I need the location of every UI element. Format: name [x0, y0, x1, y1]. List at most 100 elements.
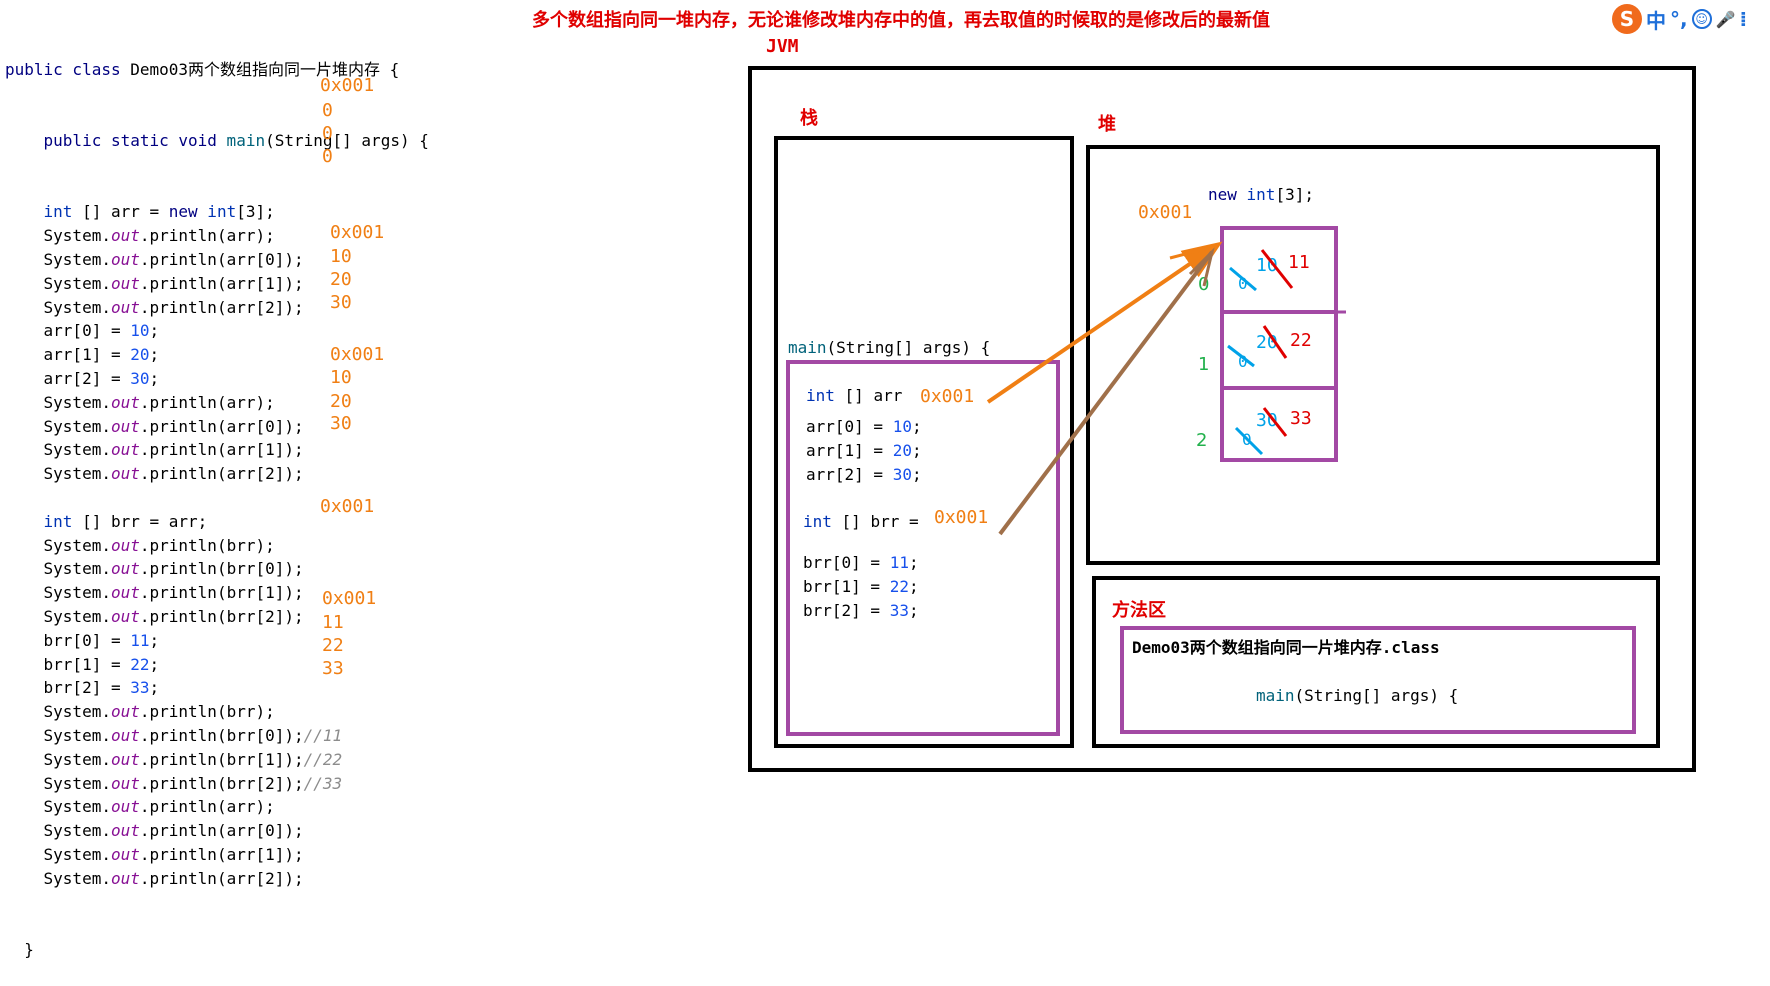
code-line-class: public class Demo03两个数组指向同一片堆内存 {: [5, 59, 400, 79]
frame-brr0: brr[0] = 11;: [803, 553, 919, 572]
output-annotation: 10: [330, 367, 352, 388]
output-annotation: 22: [322, 635, 344, 656]
ime-mode-toggle[interactable]: 中: [1646, 8, 1666, 33]
stack-label: 栈: [800, 108, 818, 129]
frame-arr2: arr[2] = 30;: [806, 465, 922, 484]
cell-new-value: 11: [1288, 252, 1310, 273]
code-line: System.out.println(arr[2]);: [5, 464, 304, 484]
code-line: System.out.println(brr[0]);//11: [5, 725, 343, 745]
code-line: brr[2] = 33;: [5, 678, 160, 698]
code-line: System.out.println(brr[1]);: [5, 583, 304, 603]
main-frame-label: main(String[] args) {: [788, 338, 991, 357]
code-line: System.out.println(arr[1]);: [5, 844, 304, 864]
cell-old-value: 10: [1256, 255, 1278, 276]
frame-arr0: arr[0] = 10;: [806, 417, 922, 436]
brr-reference-arrow: [998, 250, 1214, 536]
strike-mark: [1260, 249, 1294, 289]
cell-index-2: 2: [1196, 430, 1208, 451]
ime-logo-icon[interactable]: S: [1612, 4, 1642, 34]
output-annotation: 0: [322, 100, 333, 121]
code-line: System.out.println(brr[0]);: [5, 559, 304, 579]
cell-old-zero: 0: [1238, 352, 1248, 371]
code-line: System.out.println(arr[0]);: [5, 416, 304, 436]
class-file-box: [1120, 626, 1636, 734]
code-line: System.out.println(brr[1]);//22: [5, 749, 343, 769]
code-line: System.out.println(arr[2]);: [5, 868, 304, 888]
code-line: arr[0] = 10;: [5, 321, 160, 341]
frame-brr-address: 0x001: [934, 507, 989, 528]
brr-arrowhead: [1188, 247, 1215, 287]
code-line: System.out.println(arr[0]);: [5, 249, 304, 269]
output-annotation: 0x001: [330, 222, 385, 243]
stack-box: [774, 136, 1074, 748]
output-annotation: 30: [330, 292, 352, 313]
output-annotation: 0x001: [320, 496, 375, 517]
code-line-main: public static void main(String[] args) {: [43, 130, 429, 150]
main-stack-frame: [786, 360, 1060, 736]
strike-mark: [1234, 426, 1264, 456]
output-annotation: 0x001: [330, 344, 385, 365]
cell-old-zero: 0: [1238, 274, 1248, 293]
frame-brr1: brr[1] = 22;: [803, 577, 919, 596]
code-line: System.out.println(arr[1]);: [5, 273, 304, 293]
code-line: int [] brr = arr;: [43, 511, 208, 531]
code-line: System.out.println(arr[2]);: [5, 297, 304, 317]
cell-new-value: 22: [1290, 330, 1312, 351]
method-main: main(String[] args) {: [1256, 686, 1459, 705]
jvm-label: JVM: [766, 36, 799, 57]
code-line: System.out.println(arr);: [5, 226, 275, 246]
output-annotation: 33: [322, 658, 344, 679]
cell-old-value: 30: [1256, 410, 1278, 431]
code-line: System.out.println(arr);: [5, 392, 275, 412]
mic-icon[interactable]: 🎤: [1715, 9, 1736, 29]
output-annotation: 10: [330, 246, 352, 267]
heap-label: 堆: [1098, 114, 1116, 135]
frame-arr-decl: int [] arr: [806, 386, 912, 405]
code-line: arr[2] = 30;: [5, 368, 160, 388]
method-area-box: [1092, 576, 1660, 748]
header-note: 多个数组指向同一堆内存，无论谁修改堆内存中的值，再去取值的时候取的是修改后的最新…: [532, 10, 1270, 31]
code-line: arr[1] = 20;: [5, 345, 160, 365]
strike-mark: [1227, 344, 1255, 368]
heap-address: 0x001: [1138, 202, 1193, 223]
strike-mark: [1229, 266, 1257, 292]
method-area-label: 方法区: [1112, 600, 1166, 621]
code-line: brr[0] = 11;: [5, 630, 160, 650]
code-line: System.out.println(arr);: [5, 797, 275, 817]
strike-mark: [1262, 325, 1288, 359]
frame-brr-decl: int [] brr =: [803, 512, 929, 531]
class-file-name: Demo03两个数组指向同一片堆内存.class: [1132, 638, 1440, 657]
frame-arr1: arr[1] = 20;: [806, 441, 922, 460]
emoji-icon[interactable]: ☺: [1691, 9, 1712, 29]
output-annotation: 0x001: [322, 588, 377, 609]
code-line: System.out.println(brr[2]);: [5, 606, 304, 626]
output-annotation: 30: [330, 413, 352, 434]
code-line: System.out.println(arr[1]);: [5, 440, 304, 460]
code-line: brr[1] = 22;: [5, 654, 160, 674]
output-annotation: 11: [322, 612, 344, 633]
output-annotation: 0: [322, 123, 333, 144]
code-line-close: }: [5, 940, 34, 960]
ime-more-icon[interactable]: ⁞: [1739, 7, 1748, 31]
ime-toolbar[interactable]: S 中 °, ☺ 🎤 ⁞: [1612, 4, 1747, 34]
heap-box: [1086, 145, 1660, 565]
arr-reference-arrow: [986, 241, 1223, 404]
heap-new-expr: new int[3];: [1208, 185, 1314, 204]
cell-index-1: 1: [1198, 354, 1210, 375]
frame-brr2: brr[2] = 33;: [803, 601, 919, 620]
code-line: int [] arr = new int[3];: [43, 202, 275, 222]
output-annotation: 0: [322, 146, 333, 167]
diagram-overlay: [986, 241, 1346, 536]
cell-new-value: 33: [1290, 408, 1312, 429]
output-annotation: 0x001: [320, 75, 375, 96]
output-annotation: 20: [330, 269, 352, 290]
ime-punct-toggle[interactable]: °,: [1670, 7, 1688, 31]
frame-arr-address: 0x001: [920, 386, 975, 407]
heap-cell-2: [1220, 386, 1338, 462]
code-line: System.out.println(brr);: [5, 702, 275, 722]
code-line: System.out.println(arr[0]);: [5, 821, 304, 841]
strike-mark: [1262, 407, 1288, 437]
jvm-box: [748, 66, 1696, 772]
code-line: System.out.println(brr);: [5, 535, 275, 555]
output-annotation: 20: [330, 391, 352, 412]
